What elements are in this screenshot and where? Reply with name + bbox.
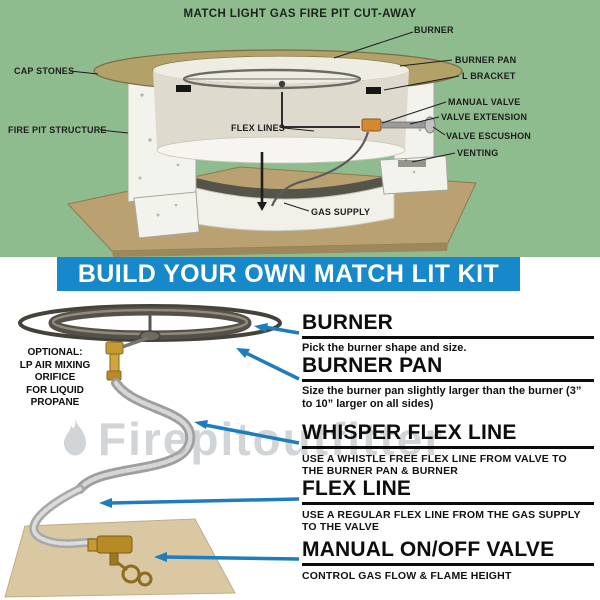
burner-ring	[182, 68, 362, 90]
flex-lines-parts	[257, 92, 370, 211]
pointer-arrows	[99, 323, 300, 562]
structure-arch	[195, 174, 395, 232]
label-burner: BURNER	[414, 25, 454, 35]
valve-extension-part	[380, 121, 429, 129]
vent-slot	[398, 160, 426, 167]
kit-item-desc-burner: Pick the burner shape and size.	[302, 342, 467, 354]
kit-item-title-flex-line: FLEX LINE	[302, 477, 594, 505]
kit-item-desc-manual-valve: CONTROL GAS FLOW & FLAME HEIGHT	[302, 570, 512, 582]
kit-item-desc-flex-line: USE A REGULAR FLEX LINE FROM THE GAS SUP…	[302, 509, 581, 533]
valve-escushon-part	[424, 116, 436, 134]
flex-line-photo	[29, 484, 107, 550]
kit-photo	[4, 304, 282, 598]
label-gas-supply: GAS SUPPLY	[311, 207, 371, 217]
kit-item-desc-burner-pan: Size the burner pan slightly larger than…	[302, 385, 582, 410]
label-burner-pan: BURNER PAN	[455, 55, 517, 65]
label-flex-lines: FLEX LINES	[231, 123, 286, 133]
l-bracket-left	[176, 85, 191, 92]
kit-item-whisper-flex-line: WHISPER FLEX LINE USE A WHISTLE FREE FLE…	[302, 421, 596, 477]
kit-item-flex-line: FLEX LINE USE A REGULAR FLEX LINE FROM T…	[302, 477, 596, 533]
kit-item-manual-valve: MANUAL ON/OFF VALVE CONTROL GAS FLOW & F…	[302, 538, 596, 582]
kit-item-burner-pan: BURNER PAN Size the burner pan slightly …	[302, 354, 596, 411]
kit-item-title-burner-pan: BURNER PAN	[302, 354, 594, 382]
label-valve-escushon: VALVE ESCUSHON	[446, 131, 531, 141]
label-valve-extension: VALVE EXTENSION	[441, 112, 528, 122]
manual-valve-part	[361, 118, 382, 132]
kit-item-burner: BURNER Pick the burner shape and size.	[302, 311, 596, 355]
label-manual-valve: MANUAL VALVE	[448, 97, 521, 107]
kit-section: Firepitoutfitter OPTIONAL: LP AIR MIXING…	[0, 291, 600, 600]
cutaway-section: MATCH LIGHT GAS FIRE PIT CUT-AWAY BURNER…	[0, 0, 600, 257]
burner-ring-photo	[18, 304, 282, 342]
optional-note: OPTIONAL: LP AIR MIXING ORIFICE FOR LIQU…	[19, 347, 91, 408]
whisper-flex-line-photo	[75, 378, 196, 494]
cardboard	[4, 518, 236, 598]
kit-item-title-manual-valve: MANUAL ON/OFF VALVE	[302, 538, 594, 566]
label-fire-pit-structure: FIRE PIT STRUCTURE	[8, 125, 107, 135]
kit-banner: BUILD YOUR OWN MATCH LIT KIT	[57, 257, 520, 291]
kit-item-title-whisper-flex-line: WHISPER FLEX LINE	[302, 421, 594, 449]
diagram-title: MATCH LIGHT GAS FIRE PIT CUT-AWAY	[183, 8, 417, 20]
kit-item-title-burner: BURNER	[302, 311, 594, 339]
orifice-fitting	[105, 336, 149, 381]
l-bracket-right	[366, 87, 381, 94]
valve-assembly	[361, 116, 436, 134]
valve-photo	[87, 535, 153, 587]
label-cap-stones: CAP STONES	[14, 66, 75, 76]
flame-icon	[64, 418, 86, 456]
kit-item-desc-whisper-flex-line: USE A WHISTLE FREE FLEX LINE FROM VALVE …	[302, 453, 567, 477]
label-venting: VENTING	[457, 148, 499, 158]
label-l-bracket: L BRACKET	[462, 71, 516, 81]
cutaway-illustration	[67, 31, 477, 257]
leader-lines	[69, 31, 460, 212]
